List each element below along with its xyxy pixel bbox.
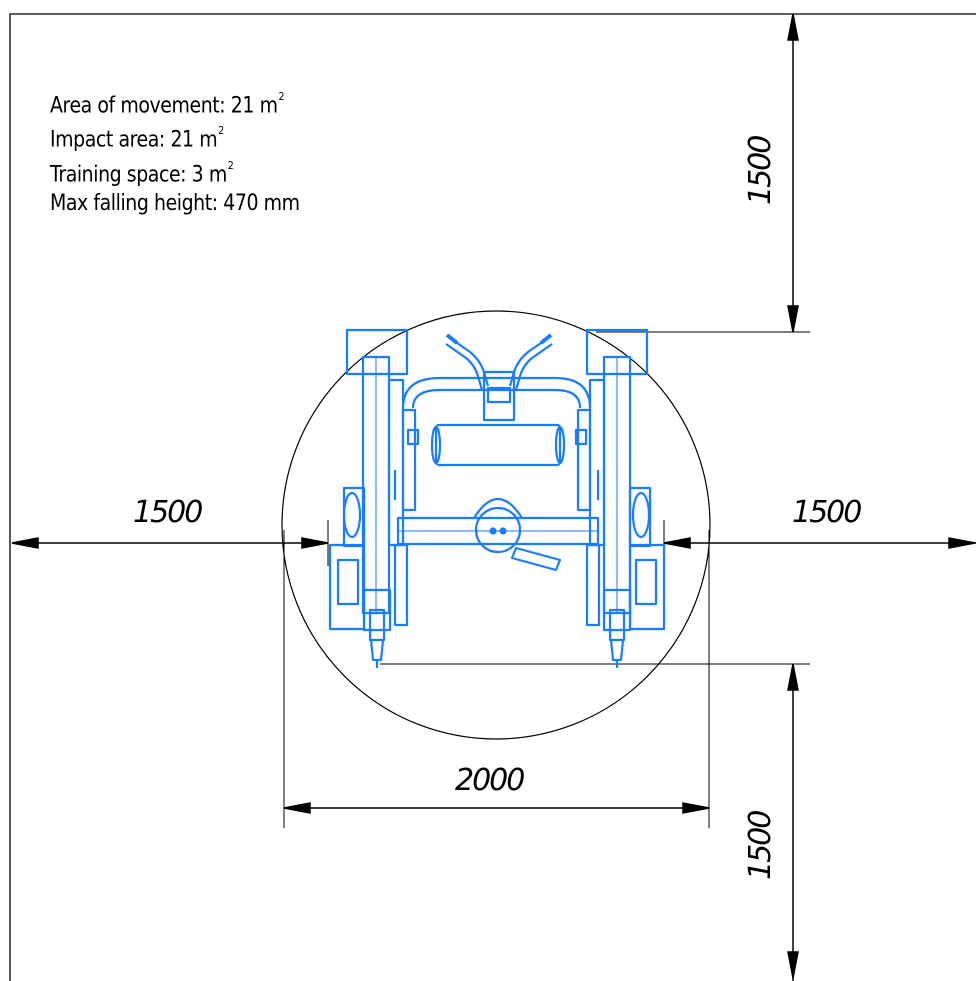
impact-area-text: Impact area: 21 m [50, 127, 218, 153]
area-of-movement-exponent: 2 [278, 90, 285, 103]
left-dimension [11, 520, 329, 566]
max-falling-height-note: Max falling height: 470 mm [50, 190, 300, 216]
area-of-movement-note: Area of movement: 21 m2 [50, 86, 300, 120]
impact-area-note: Impact area: 21 m2 [50, 120, 300, 154]
area-of-movement-text: Area of movement: 21 m [50, 93, 278, 119]
width-dimension-label: 2000 [455, 763, 524, 798]
impact-area-circle [281, 310, 711, 740]
left-dimension-label: 1500 [133, 495, 202, 530]
fitness-equipment-drawing [328, 328, 666, 668]
drawing-border [9, 13, 976, 981]
width-dimension [283, 530, 710, 828]
training-space-exponent: 2 [227, 158, 234, 172]
right-dimension-label: 1500 [792, 495, 861, 530]
training-space-note: Training space: 3 m2 [50, 155, 300, 189]
training-space-text: Training space: 3 m [50, 161, 227, 187]
top-dimension-label: 1500 [743, 136, 778, 205]
bottom-dimension-label: 1500 [743, 811, 778, 880]
top-dimension [596, 13, 810, 333]
safety-notes: Area of movement: 21 m2 Impact area: 21 … [50, 86, 300, 218]
bottom-dimension [380, 663, 810, 981]
impact-area-exponent: 2 [218, 124, 224, 138]
